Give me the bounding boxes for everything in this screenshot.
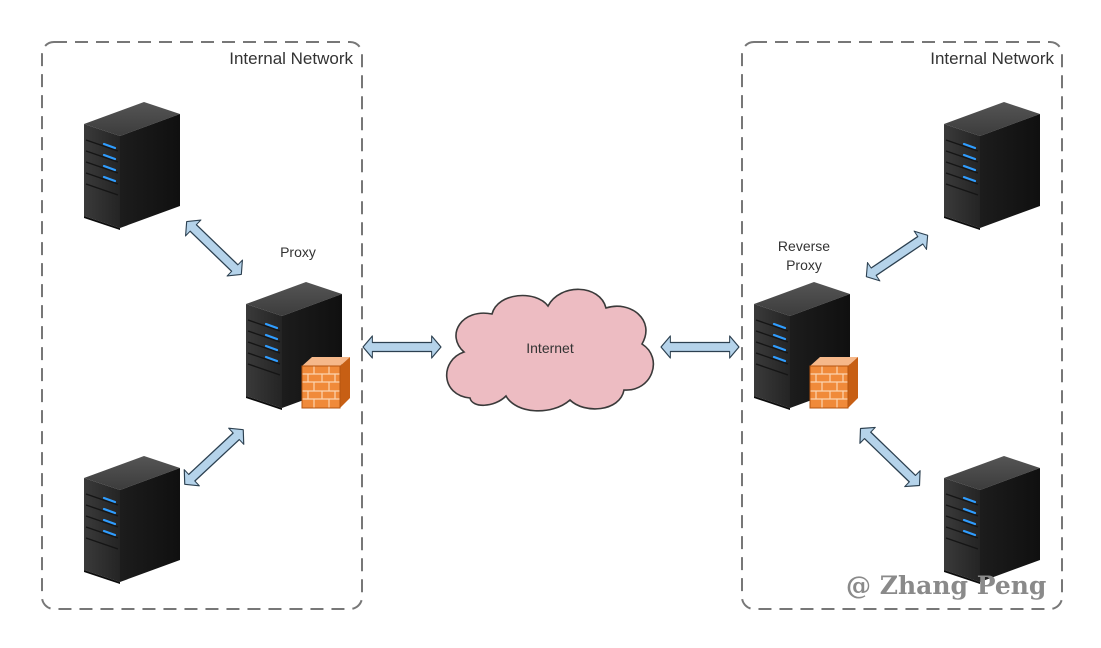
left-client-server-bottom-icon — [82, 454, 182, 586]
right-network-boundary — [741, 41, 1063, 610]
reverse-proxy-label-line1: Reverse — [778, 238, 830, 254]
left-client-server-top-icon — [82, 100, 182, 232]
arrow-proxy-to-internet — [362, 335, 442, 359]
arrow-reverse-proxy-to-bottom-backend — [852, 420, 928, 494]
internet-label: Internet — [526, 340, 574, 356]
left-network-boundary — [41, 41, 363, 610]
proxy-firewall-icon — [301, 356, 351, 409]
arrow-reverse-proxy-to-top-backend — [859, 225, 935, 287]
right-backend-server-top-icon — [942, 100, 1042, 232]
proxy-label: Proxy — [280, 244, 316, 260]
watermark-text: @ Zhang Peng — [846, 571, 1046, 600]
reverse-proxy-label-line2: Proxy — [786, 257, 822, 273]
arrow-bottom-client-to-proxy — [176, 421, 252, 493]
internet-cloud-icon — [445, 288, 655, 412]
right-network-title: Internal Network — [930, 49, 1054, 68]
arrow-top-client-to-proxy — [178, 213, 250, 283]
arrow-internet-to-reverse-proxy — [660, 335, 740, 359]
right-backend-server-bottom-icon — [942, 454, 1042, 586]
left-network-title: Internal Network — [229, 49, 353, 68]
reverse-proxy-firewall-icon — [809, 356, 859, 409]
